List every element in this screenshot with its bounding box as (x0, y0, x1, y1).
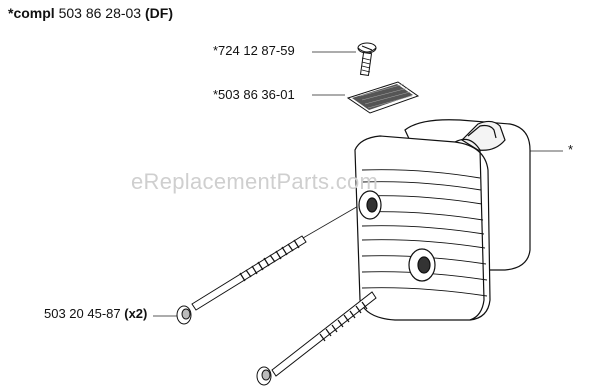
bolt-quantity: (x2) (124, 306, 148, 321)
part-label-screen[interactable]: *503 86 36-01 (213, 87, 295, 102)
watermark: eReplacementParts.com (131, 169, 379, 194)
title-number: 503 86 28-03 (58, 5, 142, 21)
bolt-part (256, 291, 377, 386)
bolt-part (176, 235, 307, 325)
screen-part (346, 81, 420, 114)
part-label-screw[interactable]: *724 12 87-59 (213, 43, 295, 58)
title-prefix: *compl (8, 5, 55, 21)
screw-part (357, 42, 377, 77)
part-label-bolt[interactable]: 503 20 45-87 (x2) (44, 306, 147, 321)
title-suffix: (DF) (145, 5, 173, 21)
diagram-title: *compl 503 86 28-03 (DF) (8, 6, 173, 21)
part-label-muffler[interactable]: * (568, 142, 574, 157)
bolt-number: 503 20 45-87 (44, 306, 121, 321)
muffler-part (354, 119, 531, 321)
